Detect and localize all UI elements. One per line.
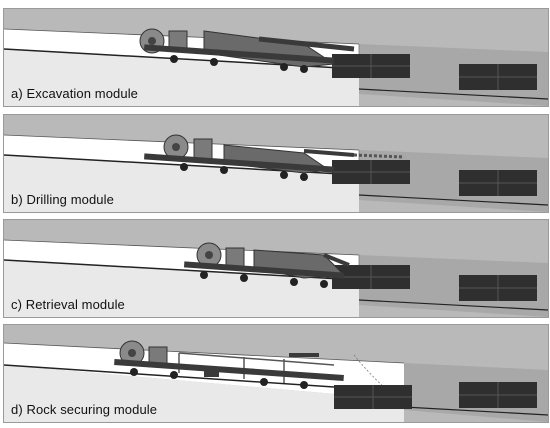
panel-caption: d) Rock securing module — [11, 402, 158, 417]
panel-rock-securing: d) Rock securing module — [3, 324, 549, 423]
rock-securing-illustration — [4, 325, 548, 422]
panel-caption: c) Retrieval module — [11, 297, 125, 312]
panel-drilling: b) Drilling module — [3, 114, 549, 213]
excavation-illustration — [4, 9, 548, 106]
panel-retrieval: c) Retrieval module — [3, 219, 549, 318]
panel-caption: b) Drilling module — [11, 192, 114, 207]
panel-caption: a) Excavation module — [11, 86, 139, 101]
drilling-illustration — [4, 115, 548, 212]
retrieval-illustration — [4, 220, 548, 317]
panel-excavation: a) Excavation module — [3, 8, 549, 107]
